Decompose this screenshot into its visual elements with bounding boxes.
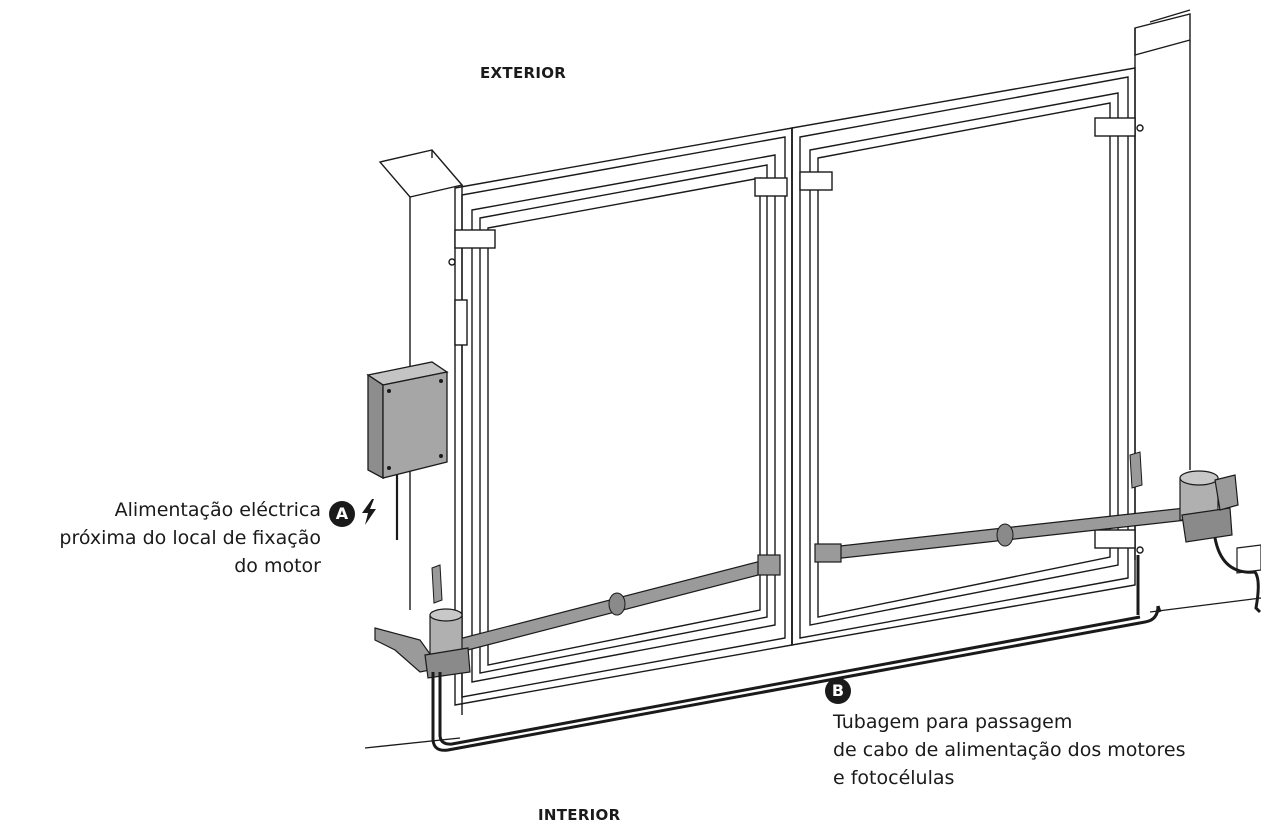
callout-a-marker: A (329, 501, 355, 527)
left-motor (374, 608, 471, 679)
callout-a-line-2: próxima do local de fixação (59, 527, 321, 549)
callout-b-text: Tubagem para passagem de cabo de aliment… (833, 708, 1186, 792)
left-limit-bracket (431, 564, 443, 604)
cable-conduit (431, 537, 1261, 752)
lightning-bolt-icon (362, 499, 376, 525)
right-junction-box (1236, 544, 1261, 574)
callout-a-line-3: do motor (234, 555, 321, 577)
callout-b-marker: B (825, 678, 851, 704)
electrical-control-box (366, 361, 449, 540)
right-gate-leaf (791, 67, 1144, 646)
callout-a-text: Alimentação eléctrica próxima do local d… (59, 496, 321, 580)
callout-b-line-1: Tubagem para passagem (833, 711, 1073, 733)
right-motor (1179, 470, 1239, 543)
callout-a-line-1: Alimentação eléctrica (114, 499, 321, 521)
callout-b-line-2: de cabo de alimentação dos motores (833, 739, 1186, 761)
right-motor-arm (814, 507, 1188, 563)
ground-line (364, 597, 1261, 749)
callout-b-line-3: e fotocélulas (833, 767, 955, 789)
exterior-label: EXTERIOR (480, 64, 567, 82)
left-motor-arm (454, 554, 781, 653)
left-gate-leaf (448, 127, 793, 706)
interior-label: INTERIOR (538, 806, 621, 824)
right-limit-bracket (1129, 451, 1143, 489)
